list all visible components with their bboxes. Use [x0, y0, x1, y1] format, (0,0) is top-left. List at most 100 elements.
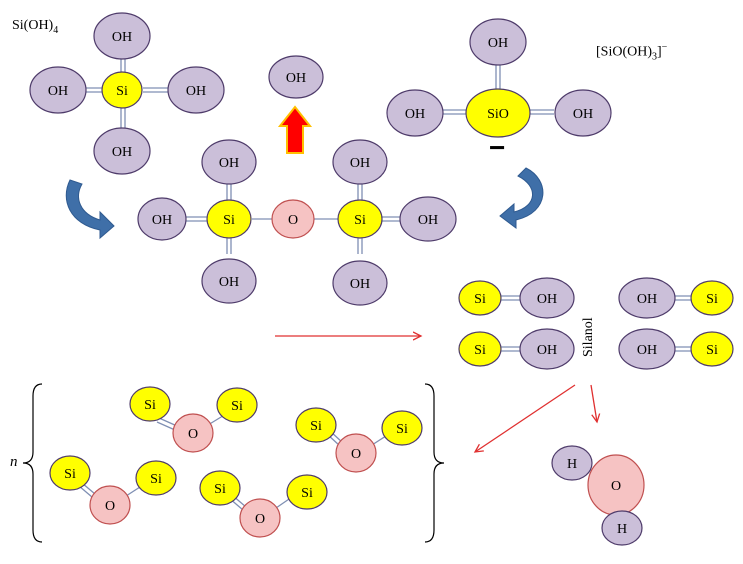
silicic-acid-oh-right: OH: [167, 66, 225, 114]
dimer-si-left: Si: [206, 199, 252, 239]
silicic-acid-si: Si: [101, 71, 143, 109]
siloxane-4-si-left: Si: [199, 470, 241, 506]
silicic-acid-oh-left-label: OH: [48, 84, 68, 99]
dimer-oh-left-label: OH: [152, 213, 172, 228]
silicate-oh-top-label: OH: [488, 36, 508, 51]
silanol-1-oh: OH: [519, 277, 575, 319]
single-bond: [125, 486, 141, 497]
silicate-ion-tail: ]: [657, 44, 662, 60]
water-h-top-label: H: [567, 457, 577, 472]
water-h-bottom-circle: [601, 510, 643, 546]
double-bond: [226, 184, 232, 200]
double-bond: [500, 346, 522, 352]
silicic-acid-oh-top: OH: [93, 12, 151, 60]
silicate-oh-right-circle: [554, 89, 612, 137]
siloxane-3-o-circle: [89, 485, 131, 525]
siloxane-3-si-right-label: Si: [150, 472, 162, 487]
released-oh-circle: [268, 55, 324, 99]
siloxane-3-si-left-label: Si: [64, 467, 76, 482]
silicic-acid-oh-left: OH: [29, 66, 87, 114]
silicate-ion-text: [SiO(OH): [596, 44, 652, 60]
silicate-oh-right-label: OH: [573, 107, 593, 122]
siloxane-4-o: O: [239, 498, 281, 538]
double-bond: [156, 417, 178, 431]
dimer-oh-top-left: OH: [201, 139, 257, 185]
siloxane-4-si-left-circle: [199, 470, 241, 506]
release-up-arrow: [277, 105, 313, 154]
siloxane-3-si-left-circle: [49, 455, 91, 491]
siloxane-1-o-circle: [172, 413, 214, 453]
dimer-oh-bottom-right-label: OH: [350, 277, 370, 292]
silanol-1-oh-label: OH: [537, 292, 557, 307]
released-oh-label: OH: [286, 71, 306, 86]
silanol-4-si: Si: [690, 331, 734, 367]
siloxane-3-si-left: Si: [49, 455, 91, 491]
silanol-4-si-label: Si: [706, 343, 718, 358]
siloxane-1-o: O: [172, 413, 214, 453]
siloxane-2-si-right-circle: [381, 410, 423, 446]
dimer-oh-left: OH: [137, 197, 187, 241]
silanol-1-si-label: Si: [474, 292, 486, 307]
siloxane-1-si-right-circle: [216, 387, 258, 423]
dimer-oh-right-circle: [399, 196, 457, 242]
dimer-oh-top-right-label: OH: [350, 156, 370, 171]
siloxane-2-si-right: Si: [381, 410, 423, 446]
double-bond: [120, 108, 126, 128]
dimer-oh-bottom-left-label: OH: [219, 275, 239, 290]
silanol-2-si-circle: [690, 280, 734, 316]
dimer-si-right-circle: [337, 199, 383, 239]
silicic-acid-oh-bottom: OH: [93, 127, 151, 175]
dimer-bridge-o: O: [271, 199, 315, 239]
silanol-3-oh-circle: [519, 328, 575, 370]
dimer-si-left-circle: [206, 199, 252, 239]
siloxane-1-si-left: Si: [129, 386, 171, 422]
negative-charge: −: [489, 132, 506, 163]
double-bond: [185, 216, 207, 222]
silanol-4-si-circle: [690, 331, 734, 367]
silanol-4-oh-circle: [618, 328, 676, 370]
silicic-acid-oh-bottom-label: OH: [112, 145, 132, 160]
dimer-oh-top-right-circle: [332, 139, 388, 185]
silicate-oh-right: OH: [554, 89, 612, 137]
silicic-acid-oh-right-label: OH: [186, 84, 206, 99]
silicate-ion-subscript: 3: [652, 51, 657, 63]
silanol-label: Silanol: [581, 317, 596, 357]
silanol-2-oh-label: OH: [637, 292, 657, 307]
dimer-si-right-label: Si: [354, 213, 366, 228]
silicate-sio-label: SiO: [487, 107, 509, 122]
silanol-3-oh-label: OH: [537, 343, 557, 358]
siloxane-4-o-label: O: [255, 512, 265, 527]
silicic-acid-oh-left-circle: [29, 66, 87, 114]
siloxane-4-si-right: Si: [286, 474, 328, 510]
double-bond: [530, 109, 554, 115]
curved-arrow-right: [499, 167, 544, 229]
silanol-4-oh: OH: [618, 328, 676, 370]
dimer-bridge-o-label: O: [288, 213, 298, 228]
double-bond: [442, 109, 466, 115]
released-oh: OH: [268, 55, 324, 99]
silicate-ion-superscript: −: [661, 42, 668, 53]
siloxane-1-si-right-label: Si: [231, 399, 243, 414]
silanol-2-oh-circle: [618, 277, 676, 319]
double-bond: [673, 295, 694, 301]
siloxane-2-si-right-label: Si: [396, 422, 408, 437]
dimer-oh-bottom-right: OH: [332, 260, 388, 306]
silanol-2-si-label: Si: [706, 292, 718, 307]
water-h-bottom-label: H: [617, 522, 627, 537]
reaction-arrow-to-water: [590, 384, 597, 422]
dimer-oh-bottom-right-circle: [332, 260, 388, 306]
reaction-arrow-to-polymer: [475, 384, 576, 452]
dimer-oh-bottom-left-circle: [201, 258, 257, 304]
siloxane-4-si-right-circle: [286, 474, 328, 510]
dimer-oh-top-left-label: OH: [219, 156, 239, 171]
silicic-acid-si-label: Si: [116, 84, 128, 99]
siloxane-2-si-left-label: Si: [310, 419, 322, 434]
siloxane-2-o-circle: [335, 433, 377, 473]
silicate-oh-left-label: OH: [405, 107, 425, 122]
double-bond: [495, 65, 501, 89]
double-bond: [120, 58, 126, 74]
silanol-1-si: Si: [458, 280, 502, 316]
